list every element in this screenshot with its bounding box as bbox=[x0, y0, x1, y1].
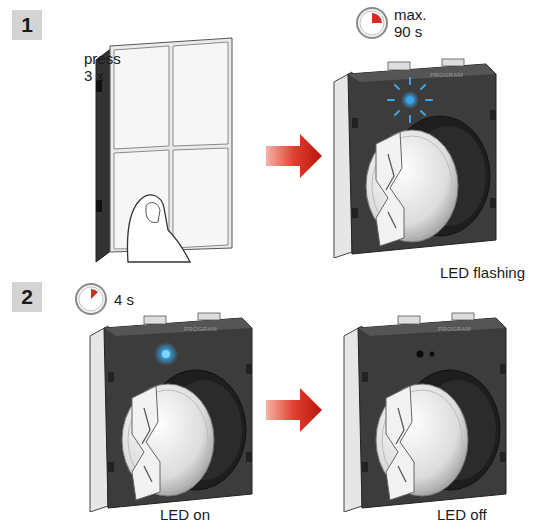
red-arrow bbox=[266, 134, 322, 178]
switch-front bbox=[96, 38, 232, 262]
status-text: LED on bbox=[160, 506, 210, 523]
fingernail bbox=[146, 203, 160, 223]
program-marking: PROGRAM bbox=[438, 326, 471, 333]
device-open bbox=[90, 313, 252, 512]
timer-wedge bbox=[91, 289, 98, 299]
step-number-box: 1 bbox=[12, 10, 42, 40]
device-open bbox=[344, 313, 506, 512]
step-number-box: 2 bbox=[12, 282, 42, 312]
time-text: 4 s bbox=[114, 291, 134, 308]
program-marking: PROGRAM bbox=[430, 72, 463, 79]
step-number: 2 bbox=[12, 282, 42, 309]
led-on bbox=[154, 342, 178, 366]
timer-wedge bbox=[372, 13, 382, 23]
finger bbox=[128, 195, 191, 262]
red-arrow bbox=[266, 388, 322, 432]
led-off bbox=[417, 351, 424, 358]
timer-icon bbox=[76, 284, 106, 314]
device-open bbox=[334, 59, 496, 258]
instruction-text: press 3 x bbox=[84, 50, 129, 84]
timer-icon bbox=[357, 8, 387, 38]
program-marking: PROGRAM bbox=[184, 326, 217, 333]
step-number: 1 bbox=[12, 10, 42, 37]
led-flashing bbox=[388, 78, 432, 122]
status-text: LED flashing bbox=[440, 264, 525, 281]
status-text: LED off bbox=[437, 506, 487, 523]
time-text: max. 90 s bbox=[394, 6, 439, 40]
button-hole bbox=[430, 352, 435, 357]
